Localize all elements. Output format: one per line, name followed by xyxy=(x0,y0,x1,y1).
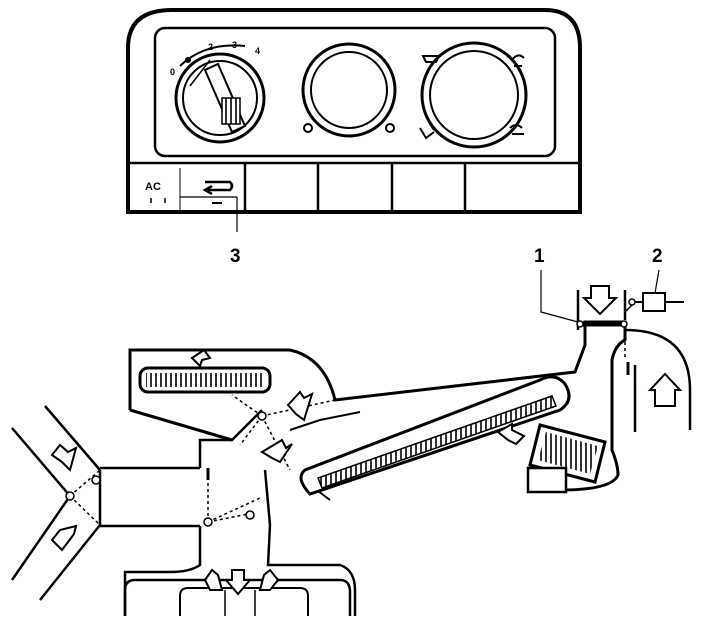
windshield-defrost-icon xyxy=(421,55,441,63)
ac-button-label: AC xyxy=(145,181,161,193)
centre-vent-housing xyxy=(128,320,627,492)
air-distribution-knob[interactable] xyxy=(419,41,528,149)
vacuum-actuator xyxy=(624,292,684,313)
fan-position-4: 4 xyxy=(255,46,260,56)
callout-3: 3 xyxy=(230,246,241,267)
recirculation-button[interactable] xyxy=(202,180,234,204)
face-vent-icon xyxy=(511,54,525,67)
central-distribution-duct xyxy=(123,409,357,616)
airflow-arrow-icon xyxy=(581,285,619,316)
fan-position-0: 0 xyxy=(170,67,175,77)
fan-speed-knob[interactable] xyxy=(174,52,266,144)
airflow-arrow-icon xyxy=(223,569,253,596)
ac-button[interactable] xyxy=(135,168,180,210)
fan-position-3: 3 xyxy=(232,40,237,50)
heater-core-duct xyxy=(299,375,571,496)
fresh-air-intake-duct xyxy=(576,290,692,432)
temperature-knob[interactable] xyxy=(301,42,397,138)
airflow-arrow-icon xyxy=(50,443,78,472)
airflow-arrows xyxy=(50,285,683,596)
footwell-icon xyxy=(419,123,435,140)
heater-matrix xyxy=(526,423,607,494)
fan-position-2: 2 xyxy=(208,42,213,52)
airflow-arrow-icon xyxy=(190,348,212,368)
recirculation-icon xyxy=(202,180,234,196)
button-row: AC xyxy=(135,163,467,212)
fan-icon xyxy=(221,97,241,125)
control-panel-face xyxy=(153,26,557,158)
callout-2: 2 xyxy=(652,246,663,267)
air-duct-system xyxy=(10,269,692,616)
left-side-duct xyxy=(10,405,101,601)
airflow-arrow-icon xyxy=(50,524,78,552)
defrost-footwell-icon xyxy=(509,124,524,135)
airflow-arrow-icon xyxy=(496,422,526,446)
air-intake-flap xyxy=(576,320,628,328)
airflow-arrow-icon xyxy=(203,568,224,591)
airflow-arrow-icon xyxy=(647,372,683,407)
callout-1: 1 xyxy=(534,246,545,267)
centre-vent-grille xyxy=(138,366,272,394)
airflow-arrow-icon xyxy=(260,438,293,464)
airflow-arrow-icon xyxy=(258,568,280,591)
heater-control-panel: 0 2 3 4 AC xyxy=(126,8,582,232)
airflow-arrow-icon xyxy=(286,390,314,422)
